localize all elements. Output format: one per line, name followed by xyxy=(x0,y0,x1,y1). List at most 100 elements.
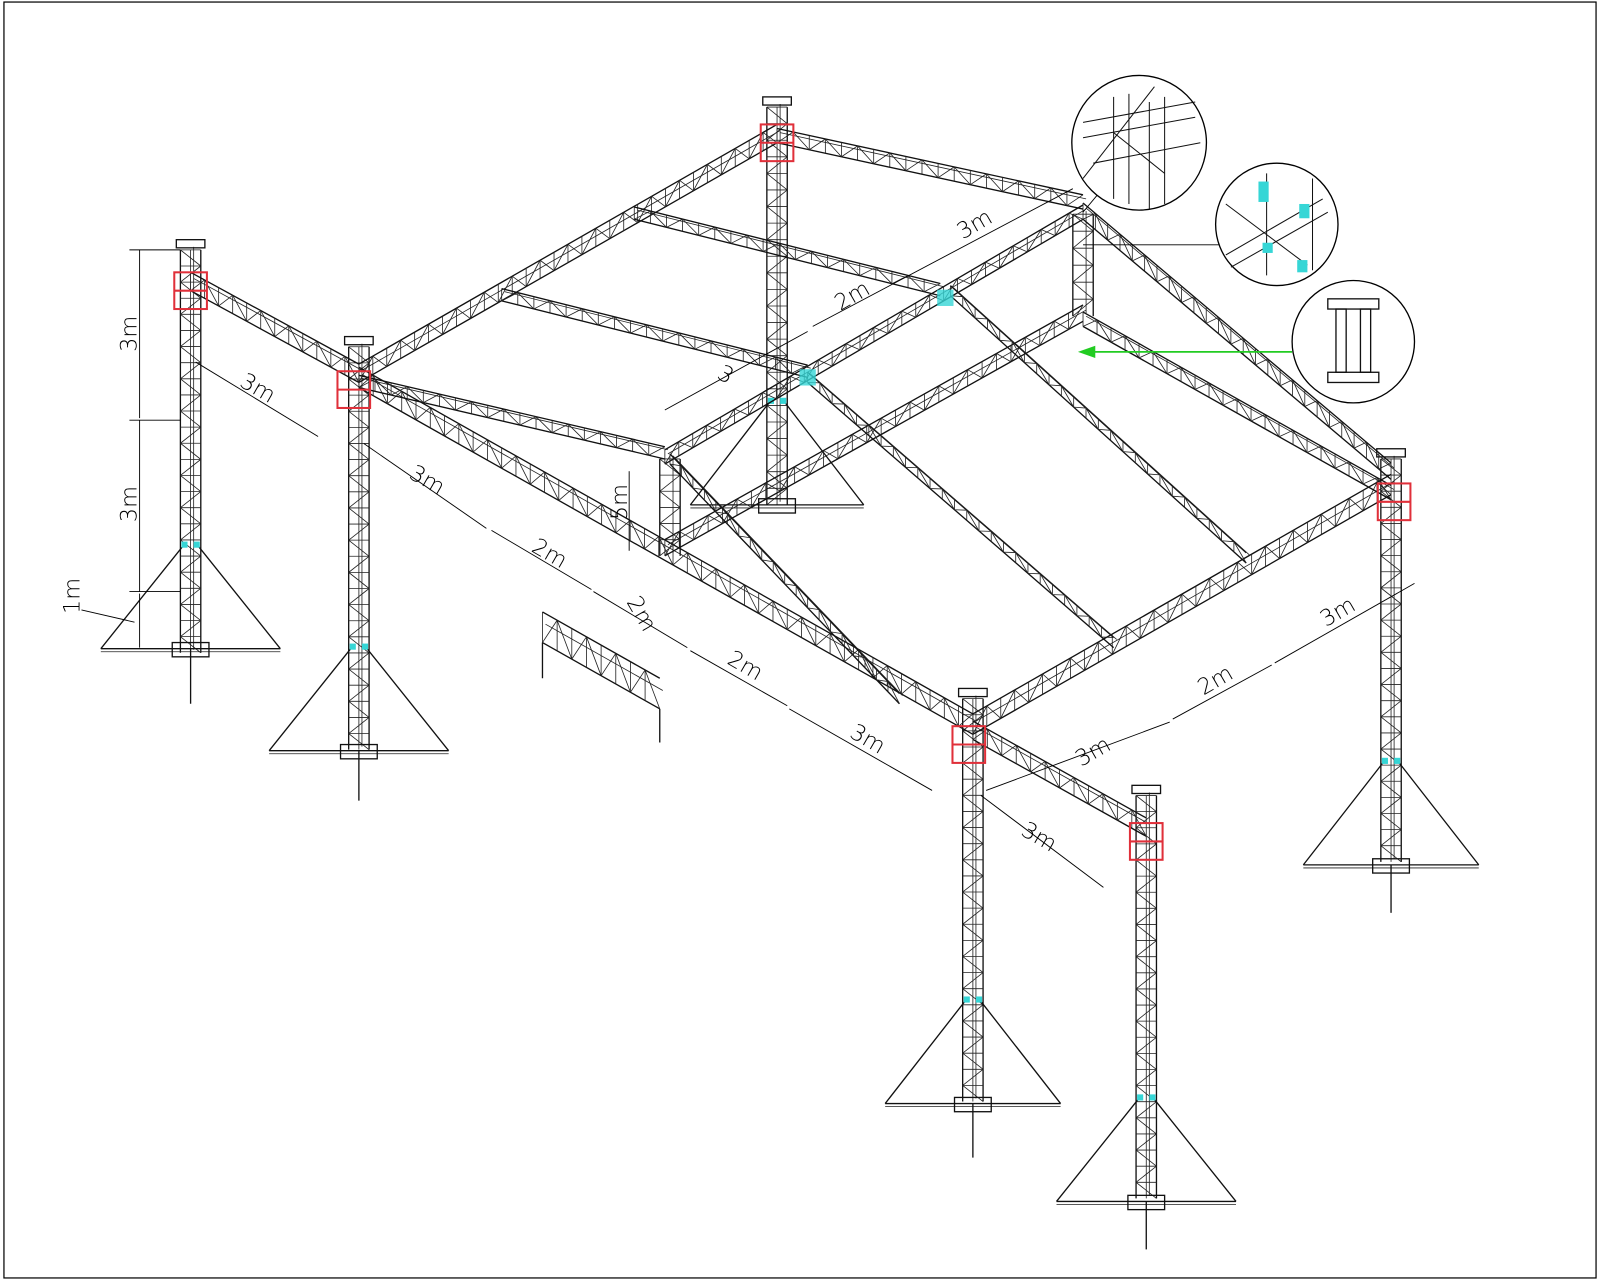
truss-diagonal xyxy=(1265,545,1280,559)
truss-diagonal xyxy=(1366,442,1380,470)
truss-diagonal xyxy=(669,463,682,467)
truss-diagonal xyxy=(807,607,820,611)
truss-diagonal xyxy=(1223,561,1239,591)
truss-diagonal xyxy=(679,531,694,541)
truss-diagonal xyxy=(1218,317,1232,345)
tower-left-wing xyxy=(100,239,281,704)
truss-diagonal xyxy=(815,632,831,646)
truss-diagonal xyxy=(274,325,290,337)
coupler-icon xyxy=(937,289,954,306)
rafter-right-2 xyxy=(807,371,1117,649)
truss-diagonal xyxy=(1181,296,1195,303)
truss-chord xyxy=(501,300,808,379)
truss-diagonal xyxy=(921,159,939,178)
dim-ridge-1: 2m xyxy=(830,276,874,317)
truss-diagonal xyxy=(556,620,573,660)
truss-diagonal xyxy=(525,260,541,287)
truss-diagonal xyxy=(529,471,545,485)
truss-diagonal xyxy=(678,332,696,350)
dimension-line xyxy=(812,188,1074,327)
truss-diagonal xyxy=(1068,212,1084,220)
truss-diagonal xyxy=(260,310,276,337)
truss-chord xyxy=(975,481,1395,722)
dim-ridge-height: 5m xyxy=(607,484,633,520)
truss-diagonal xyxy=(761,559,774,563)
truss-diagonal xyxy=(762,132,778,144)
truss-diagonal xyxy=(1048,384,1062,387)
truss-diagonal xyxy=(571,636,587,660)
truss-diagonal xyxy=(1237,561,1252,575)
truss-diagonal xyxy=(1119,234,1133,262)
truss-diagonal xyxy=(1180,367,1196,390)
truss-diagonal xyxy=(471,401,489,418)
truss-diagonal xyxy=(414,323,429,351)
truss-diagonal xyxy=(841,633,854,656)
truss-diagonal xyxy=(344,356,360,383)
truss-diagonal xyxy=(1139,609,1155,639)
dim-front-left-5: 3m xyxy=(845,719,889,760)
truss-diagonal xyxy=(428,323,443,335)
truss-diagonal xyxy=(672,552,688,566)
truss-diagonal xyxy=(511,275,527,287)
truss-diagonal xyxy=(1293,529,1308,543)
truss-diagonal xyxy=(1278,429,1294,438)
truss-diagonal xyxy=(1194,382,1210,390)
truss-diagonal xyxy=(795,250,812,260)
truss-diagonal xyxy=(1034,187,1052,199)
truss-diagonal xyxy=(565,308,583,318)
truss-diagonal xyxy=(542,620,558,643)
truss-chord xyxy=(358,374,666,448)
truss-diagonal xyxy=(868,425,882,447)
truss-diagonal xyxy=(1167,593,1183,623)
tower-front-center xyxy=(884,687,1062,1158)
truss-diagonal xyxy=(1334,461,1350,469)
truss-diagonal xyxy=(1153,609,1169,623)
truss-diagonal xyxy=(423,393,440,403)
truss-diagonal xyxy=(615,653,631,693)
truss-diagonal xyxy=(1334,498,1350,527)
truss-diagonal xyxy=(1304,400,1318,407)
truss-diagonal xyxy=(957,278,972,285)
truss-diagonal xyxy=(682,218,699,236)
truss-diagonal xyxy=(587,503,602,517)
truss-diagonal xyxy=(825,138,842,158)
truss-diagonal xyxy=(1056,657,1071,687)
truss-diagonal xyxy=(581,308,599,326)
truss-diagonal xyxy=(658,536,674,566)
truss-chord xyxy=(776,127,1084,196)
truss-diagonal xyxy=(386,339,402,367)
truss-diagonal xyxy=(967,369,983,379)
truss-diagonal xyxy=(1378,462,1392,470)
truss-diagonal xyxy=(372,355,388,367)
truss-diagonal xyxy=(681,465,694,489)
truss-diagonal xyxy=(694,340,712,350)
truss-diagonal xyxy=(601,504,617,533)
truss-diagonal xyxy=(952,369,969,395)
truss-diagonal xyxy=(1208,382,1224,406)
outrigger-right xyxy=(1153,1099,1237,1202)
tower-top-sleeve xyxy=(957,687,988,698)
dimension-line xyxy=(789,708,933,791)
truss-diagonal xyxy=(666,218,683,228)
truss-diagonal xyxy=(734,408,749,416)
truss-diagonal xyxy=(630,324,647,334)
truss-diagonal xyxy=(859,267,877,277)
truss-diagonal xyxy=(614,316,631,334)
truss-diagonal xyxy=(909,401,925,411)
truss-diagonal xyxy=(1306,445,1322,453)
truss-diagonal xyxy=(996,353,1012,363)
truss-diagonal xyxy=(1010,337,1026,362)
truss-chord xyxy=(780,132,1087,200)
truss-diagonal xyxy=(1044,761,1060,789)
truss-diagonal xyxy=(751,482,767,508)
truss-diagonal xyxy=(1015,745,1032,772)
truss-diagonal xyxy=(1279,379,1293,387)
dim-front-right-2: 2m xyxy=(1193,660,1237,701)
dimension-line xyxy=(980,795,1104,888)
truss-diagonal xyxy=(1362,477,1378,485)
truss-diagonal xyxy=(1122,451,1136,453)
truss-diagonal xyxy=(1110,430,1124,452)
truss-diagonal xyxy=(1147,473,1160,476)
truss-chord xyxy=(193,278,363,371)
